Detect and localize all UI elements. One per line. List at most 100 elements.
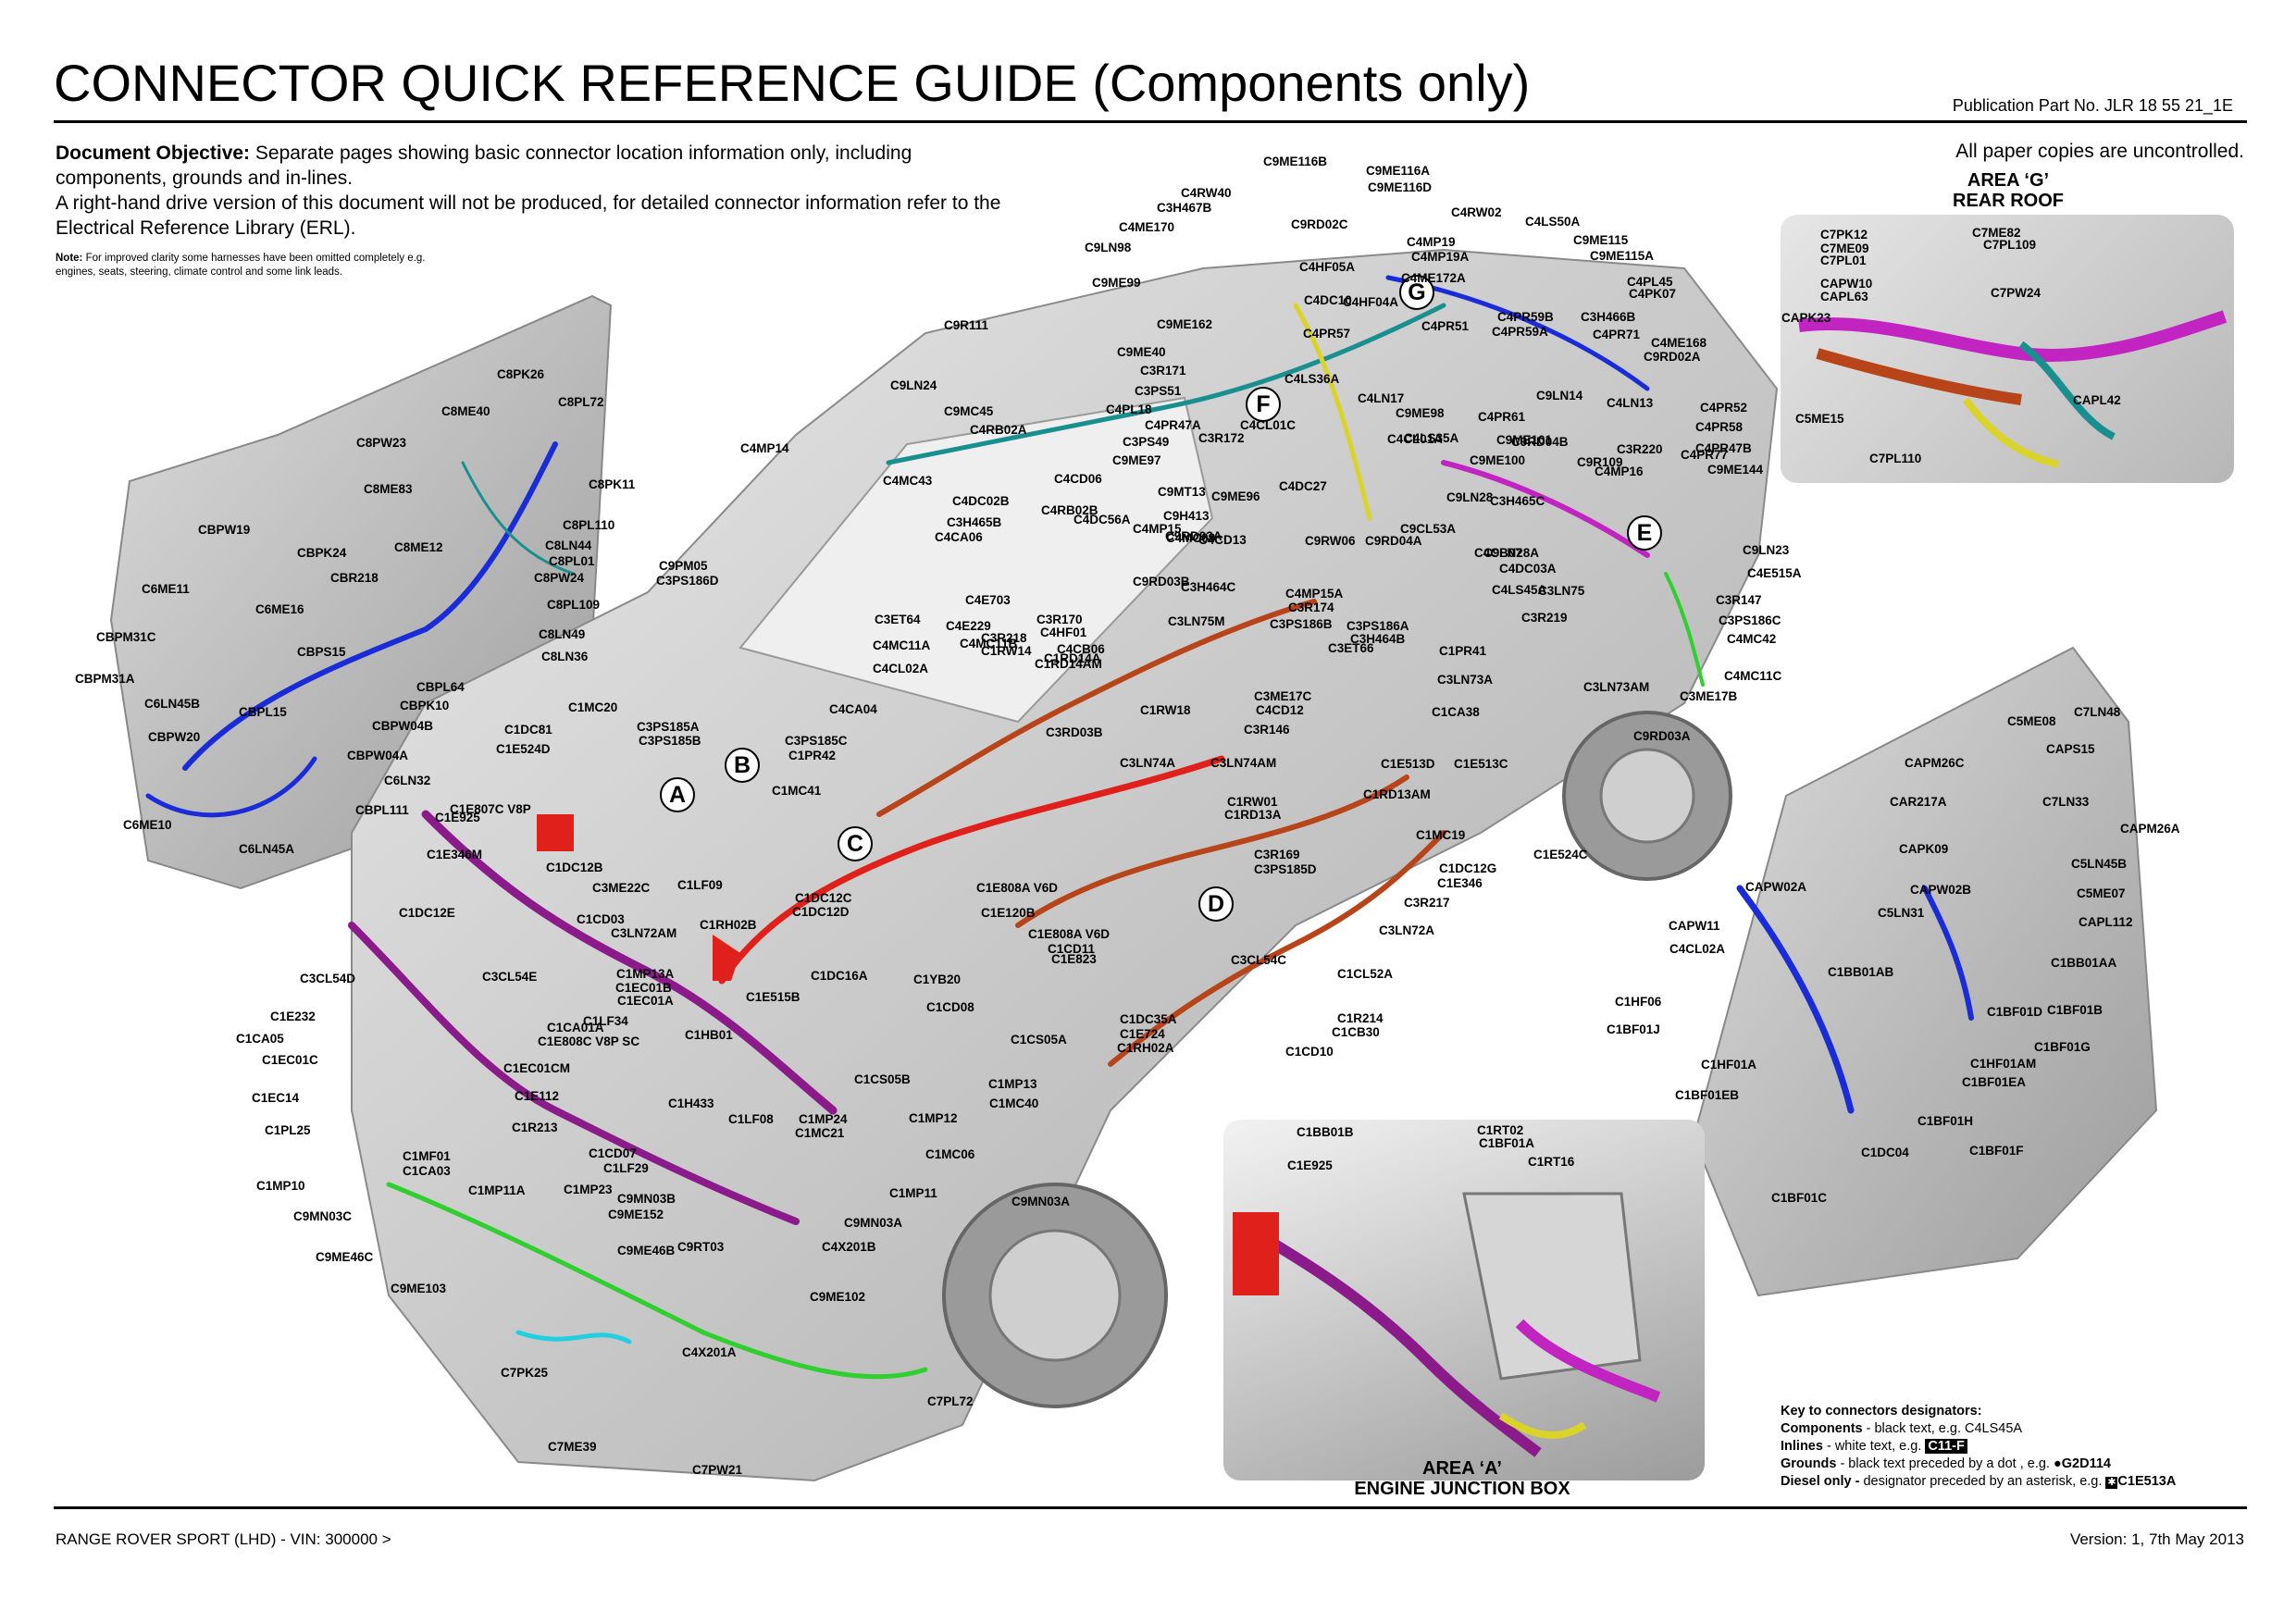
key-inlines-label: Inlines [1781, 1439, 1823, 1454]
connector-label: C4PL45 [1627, 275, 1673, 289]
connector-label: C7PK12 [1820, 228, 1868, 242]
connector-label: C5ME15 [1795, 412, 1844, 426]
connector-label: C9RD03A [1165, 529, 1222, 543]
connector-label: C9ME116B [1263, 155, 1328, 168]
connector-label: C4CD12 [1256, 703, 1304, 717]
connector-label: C8PL110 [563, 518, 615, 532]
connector-label: C1MP12 [909, 1111, 958, 1125]
connector-label: C3PS185C [785, 734, 848, 748]
connector-label: C4ME168 [1651, 336, 1707, 350]
connector-label: C3LN73AM [1583, 680, 1650, 694]
connector-label: CAPL63 [1820, 290, 1868, 304]
connector-label: C1E515B [746, 990, 800, 1004]
connector-label: C1RD14AM [1035, 657, 1102, 671]
connector-label: C4MC09 [1166, 531, 1216, 545]
note: Note: For improved clarity some harnesse… [56, 252, 463, 279]
key-legend: Key to connectors designators: Component… [1781, 1403, 2176, 1491]
connector-label: CAPW10 [1820, 277, 1873, 291]
connector-label: C7PW24 [1991, 286, 2042, 300]
connector-label: CAPW11 [1669, 919, 1720, 933]
zone-marker-a: A [660, 777, 695, 812]
connector-label: C1RT02 [1477, 1123, 1524, 1137]
connector-label: C7PK25 [501, 1366, 549, 1380]
ground-dot-icon: ● [2053, 1456, 2062, 1471]
connector-label: C4PR51 [1421, 319, 1470, 333]
connector-label: C9RD02A [1644, 350, 1701, 364]
connector-label: C1MP23 [564, 1183, 613, 1196]
connector-label: C1MC06 [925, 1147, 975, 1161]
connector-label: C7LN33 [2042, 795, 2090, 809]
connector-label: C1E524D [496, 742, 551, 756]
connector-label: C1MC41 [772, 784, 822, 798]
connector-label: C3R172 [1198, 431, 1245, 445]
connector-label: C9LN24 [890, 378, 937, 392]
objective-label: Document Objective: [56, 142, 251, 164]
connector-label: CBPW04A [347, 749, 409, 762]
publication-part-number: Publication Part No. JLR 18 55 21_1E [1952, 96, 2233, 115]
connector-label: C3LN74A [1120, 756, 1176, 770]
connector-label: C4CA06 [935, 530, 983, 544]
connector-label: C1MP11 [889, 1186, 937, 1200]
connector-label: C1RW18 [1140, 703, 1191, 717]
connector-label: C3ME17C [1254, 689, 1312, 703]
key-inlines-example: C11-F [1925, 1439, 1967, 1454]
connector-label: C3ET64 [875, 613, 921, 626]
connector-label: C5ME07 [2077, 886, 2126, 900]
connector-label: C6LN45A [239, 842, 295, 856]
key-grounds-text: - black text preceded by a dot , e.g. [1836, 1456, 2054, 1471]
zone-marker-f: F [1246, 387, 1281, 422]
connector-label: C4ME172A [1401, 271, 1466, 285]
connector-label: CBPM31A [75, 672, 135, 686]
connector-label: C6LN32 [384, 774, 431, 787]
connector-label: C4PR61 [1478, 410, 1526, 424]
connector-label: CAR217A [1890, 795, 1947, 809]
connector-label: C1DC81 [504, 723, 552, 737]
connector-label: C1BB01AB [1828, 965, 1894, 979]
connector-label: C3H464B [1350, 632, 1406, 646]
connector-label: C3R170 [1036, 613, 1083, 626]
key-title: Key to connectors designators: [1781, 1404, 1982, 1419]
connector-label: C1CS05A [1011, 1033, 1067, 1047]
connector-label: CAPK23 [1781, 311, 1831, 325]
connector-label: C3R219 [1521, 611, 1568, 625]
connector-label: C1E808A V6D [976, 881, 1059, 895]
connector-label: C9LN28 [1446, 490, 1494, 504]
connector-label: C4DC56A [1074, 513, 1131, 527]
connector-label: C4PR58 [1695, 420, 1744, 434]
note-label: Note: [56, 253, 83, 264]
connector-label: C3R220 [1617, 442, 1663, 456]
connector-label: CBPW20 [148, 730, 201, 744]
connector-label: C1CB30 [1332, 1025, 1380, 1039]
connector-label: C4E515A [1747, 566, 1802, 580]
connector-label: C1MC21 [795, 1126, 845, 1140]
connector-label: C1CD03 [577, 912, 625, 926]
connector-label: CAPW02A [1745, 880, 1807, 894]
connector-label: C1EC01A [617, 994, 674, 1008]
connector-label: C4CL02A [873, 662, 929, 675]
connector-label: C3H465B [947, 515, 1002, 529]
connector-label: C4RW40 [1181, 186, 1232, 200]
connector-label: C8ME83 [364, 482, 413, 496]
connector-label: C4X201A [682, 1345, 737, 1359]
connector-label: C9ME103 [391, 1282, 447, 1295]
page-title: CONNECTOR QUICK REFERENCE GUIDE (Compone… [54, 54, 1531, 112]
connector-label: C1EC14 [252, 1091, 300, 1105]
connector-label: CAPW02B [1910, 883, 1972, 897]
connector-label: C1BF01H [1917, 1114, 1974, 1128]
connector-label: C4CL01C [1240, 418, 1297, 432]
area-g-line2: REAR ROOF [1953, 191, 2064, 211]
connector-label: C4MP15A [1285, 587, 1344, 601]
connector-label: CBPS15 [297, 645, 346, 659]
connector-label: C3LN72A [1379, 923, 1435, 937]
connector-label: C9LN28A [1483, 546, 1540, 560]
connector-label: C4CB07 [1474, 546, 1522, 560]
connector-label: C4PR52 [1700, 401, 1748, 415]
connector-label: C8LN49 [539, 627, 586, 641]
intake-element-red [537, 814, 574, 851]
objective-text: Separate pages showing basic connector l… [56, 142, 912, 189]
connector-label: C3LN72AM [611, 926, 677, 940]
harness-lines [145, 275, 1974, 1380]
connector-label: C3R217 [1404, 896, 1450, 910]
connector-label: C1LF09 [677, 878, 723, 892]
connector-label: C4MC11A [873, 638, 931, 652]
